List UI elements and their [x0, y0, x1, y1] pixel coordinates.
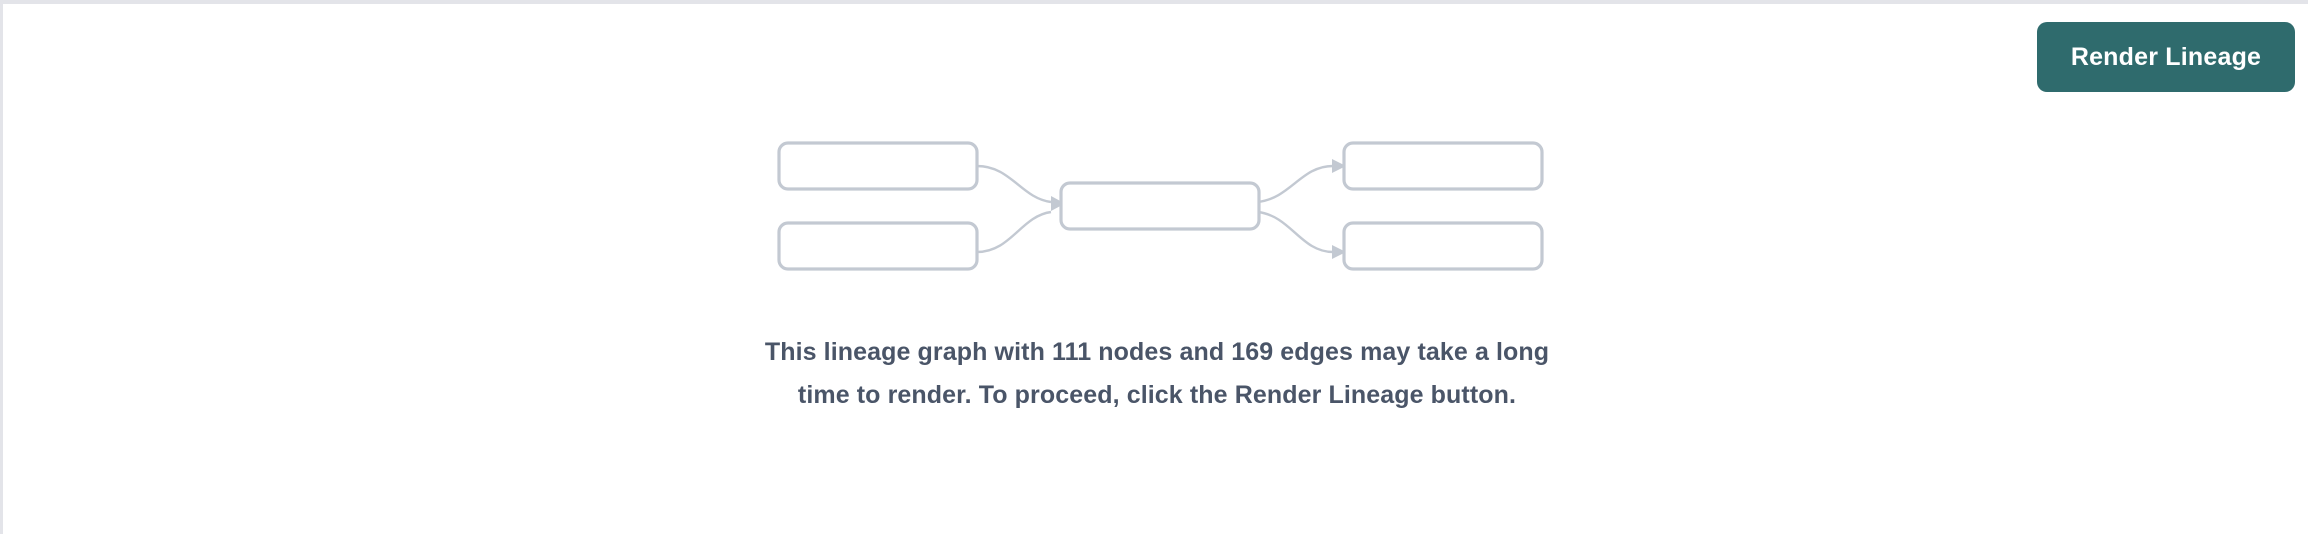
render-lineage-button[interactable]: Render Lineage — [2037, 22, 2295, 92]
edge-center-to-target-1 — [1257, 164, 1334, 204]
arrowhead-into-center-upper — [1051, 196, 1065, 211]
placeholder-node-source-2 — [777, 221, 979, 271]
placeholder-node-center-1 — [1059, 181, 1261, 231]
edge-source-2-to-center — [976, 210, 1052, 254]
arrowhead-into-target-1 — [1332, 159, 1346, 173]
lineage-canvas: This lineage graph with 111 nodes and 16… — [3, 4, 2308, 534]
placeholder-node-source-1 — [777, 141, 979, 191]
placeholder-lineage-graph — [743, 124, 1573, 294]
placeholder-node-target-2 — [1342, 221, 1544, 271]
arrowhead-into-target-2 — [1332, 245, 1346, 259]
edge-center-to-target-2 — [1257, 210, 1334, 254]
edge-source-1-to-center — [976, 164, 1052, 204]
placeholder-graph-svg — [777, 141, 1544, 271]
placeholder-node-target-1 — [1342, 141, 1544, 191]
lineage-warning-message: This lineage graph with 111 nodes and 16… — [764, 338, 1550, 409]
